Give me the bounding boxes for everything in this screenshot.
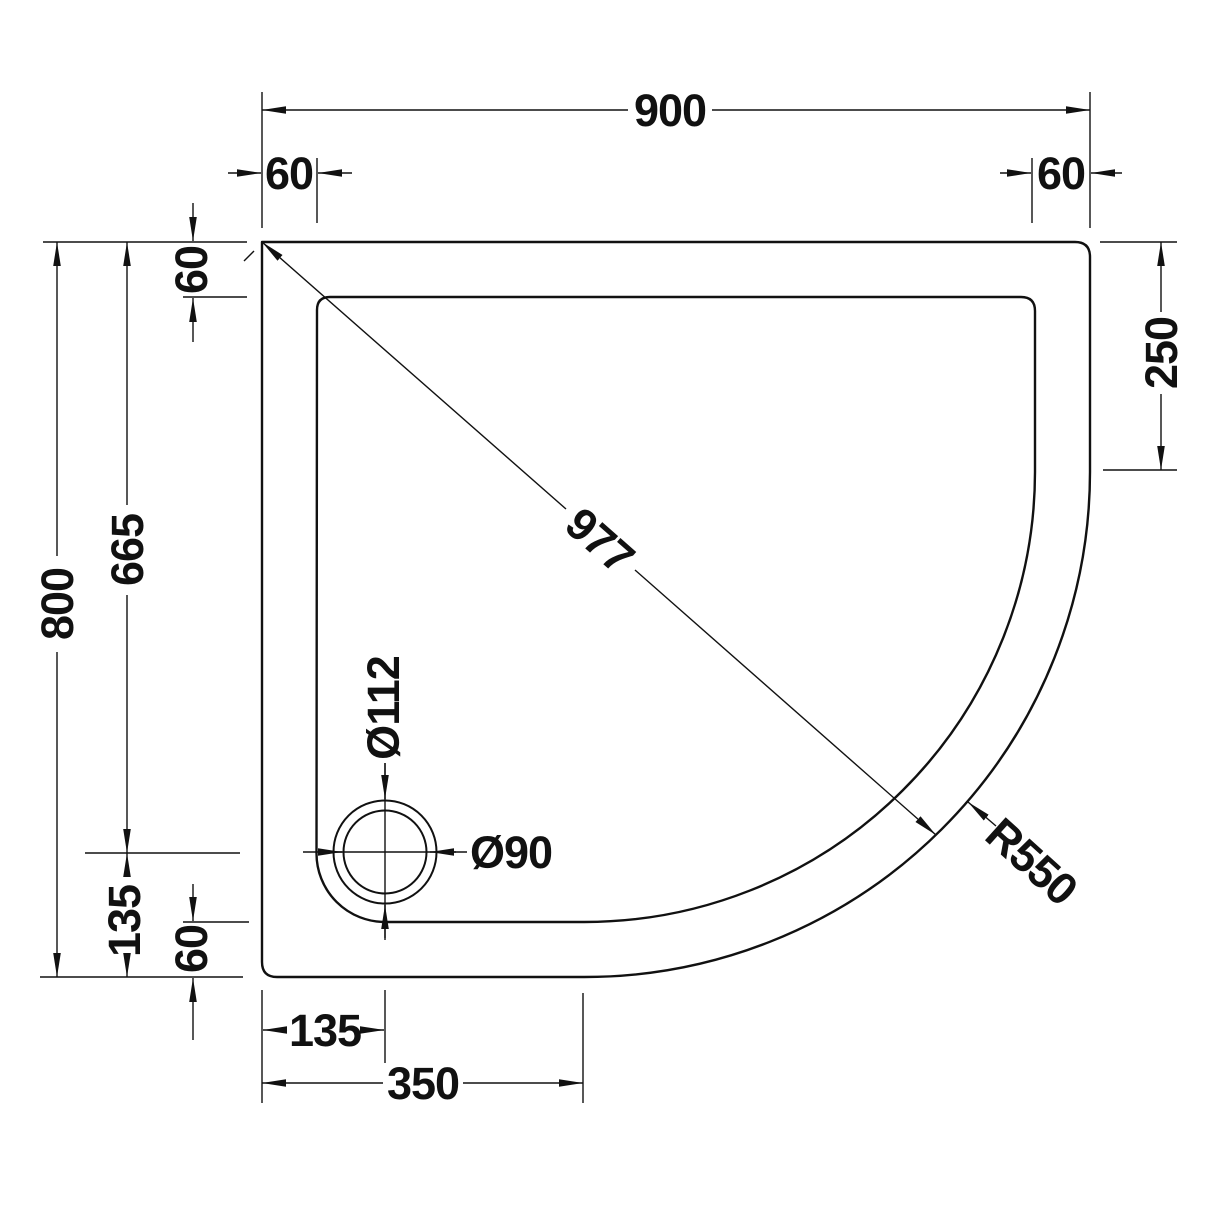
dim-waste-bore: Ø90 xyxy=(318,827,553,878)
dim-flange-top-left: 60 xyxy=(228,148,352,223)
dim-waste-from-left: 135 xyxy=(261,990,386,1103)
dim-label-bottom-straight: 350 xyxy=(387,1058,459,1109)
dim-label-flange-top-left: 60 xyxy=(265,148,313,199)
tray-outer-outline xyxy=(260,240,1092,979)
dim-label-flange-left-bottom: 60 xyxy=(166,925,217,973)
radius-leader-line xyxy=(967,801,997,827)
dim-label-waste-outer: Ø112 xyxy=(358,656,409,760)
dim-label-waste-from-bottom: 135 xyxy=(99,885,150,957)
dim-label-flange-top-right: 60 xyxy=(1037,148,1085,199)
tray-inner-outline xyxy=(315,295,1037,924)
dim-label-right-straight: 250 xyxy=(1136,317,1187,389)
dim-label-waste-from-left: 135 xyxy=(289,1005,361,1056)
dim-label-waste-from-top: 665 xyxy=(102,514,153,586)
dim-waste-from-top: 665 xyxy=(85,242,240,854)
dim-flange-left-bottom: 60 xyxy=(166,884,249,1040)
dim-right-straight: 250 xyxy=(1100,241,1187,471)
dim-waste-from-bottom: 135 xyxy=(99,853,150,977)
dim-flange-top-right: 60 xyxy=(1000,148,1122,223)
tray-outline-group xyxy=(260,240,1092,979)
dim-bottom-straight: 350 xyxy=(262,993,584,1109)
dim-overall-depth: 800 xyxy=(32,241,247,978)
dim-label-waste-bore: Ø90 xyxy=(470,827,552,878)
dim-label-flange-left-top: 60 xyxy=(166,246,217,294)
dim-corner-tick xyxy=(243,250,255,262)
dim-overall-width: 900 xyxy=(261,85,1091,228)
dim-flange-left-top: 60 xyxy=(166,203,247,342)
dim-line xyxy=(261,241,567,510)
dim-label-overall-depth: 800 xyxy=(32,568,83,640)
dim-waste-outer: Ø112 xyxy=(358,656,409,938)
dim-label-overall-width: 900 xyxy=(634,85,706,136)
dim-line xyxy=(634,569,937,836)
